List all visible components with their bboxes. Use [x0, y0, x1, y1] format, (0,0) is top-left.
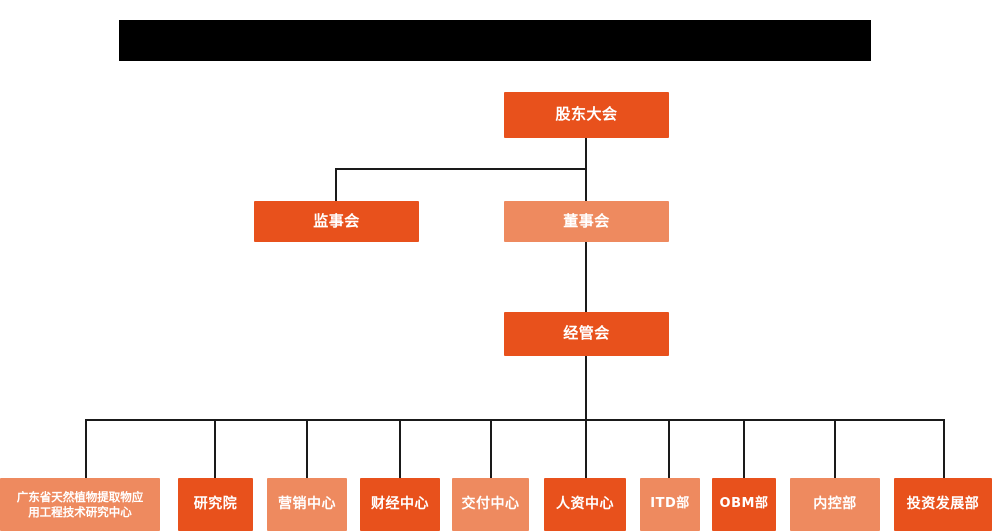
- node-dept-itd[interactable]: ITD部: [640, 478, 700, 531]
- connector-dept-0: [85, 419, 87, 478]
- node-dept-obm[interactable]: OBM部: [712, 478, 776, 531]
- node-management-committee[interactable]: 经管会: [504, 312, 669, 356]
- node-dept-marketing-center[interactable]: 营销中心: [267, 478, 347, 531]
- dept-label-line-2: 用工程技术研究中心: [28, 504, 132, 519]
- node-board-of-supervisors[interactable]: 监事会: [254, 201, 419, 242]
- connector-dept-5: [585, 419, 587, 478]
- connector-supervisors-down: [335, 168, 337, 201]
- connector-management-down: [585, 356, 587, 420]
- connector-dept-7: [743, 419, 745, 478]
- node-dept-delivery-center[interactable]: 交付中心: [452, 478, 529, 531]
- node-dept-internal-control[interactable]: 内控部: [790, 478, 880, 531]
- connector-directors-management: [585, 241, 587, 312]
- node-dept-research-institute[interactable]: 研究院: [178, 478, 253, 531]
- node-board-of-directors[interactable]: 董事会: [504, 201, 669, 242]
- connector-dept-2: [306, 419, 308, 478]
- node-dept-finance-center[interactable]: 财经中心: [360, 478, 440, 531]
- node-dept-research-center-natural-plant-extracts[interactable]: 广东省天然植物提取物应 用工程技术研究中心: [0, 478, 160, 531]
- dept-label-line-1: 广东省天然植物提取物应: [16, 489, 144, 504]
- connector-dept-8: [834, 419, 836, 478]
- connector-bar-departments: [85, 419, 944, 421]
- node-dept-human-resources-center[interactable]: 人资中心: [544, 478, 626, 531]
- connector-dept-6: [668, 419, 670, 478]
- redacted-title-bar: [119, 20, 871, 61]
- connector-shareholders-down: [585, 138, 587, 170]
- connector-directors-down: [585, 168, 587, 201]
- connector-bar-row2: [335, 168, 587, 170]
- node-dept-investment-development[interactable]: 投资发展部: [894, 478, 992, 531]
- connector-dept-1: [214, 419, 216, 478]
- connector-dept-4: [490, 419, 492, 478]
- connector-dept-9: [943, 419, 945, 478]
- connector-dept-3: [399, 419, 401, 478]
- node-shareholders-meeting[interactable]: 股东大会: [504, 92, 669, 138]
